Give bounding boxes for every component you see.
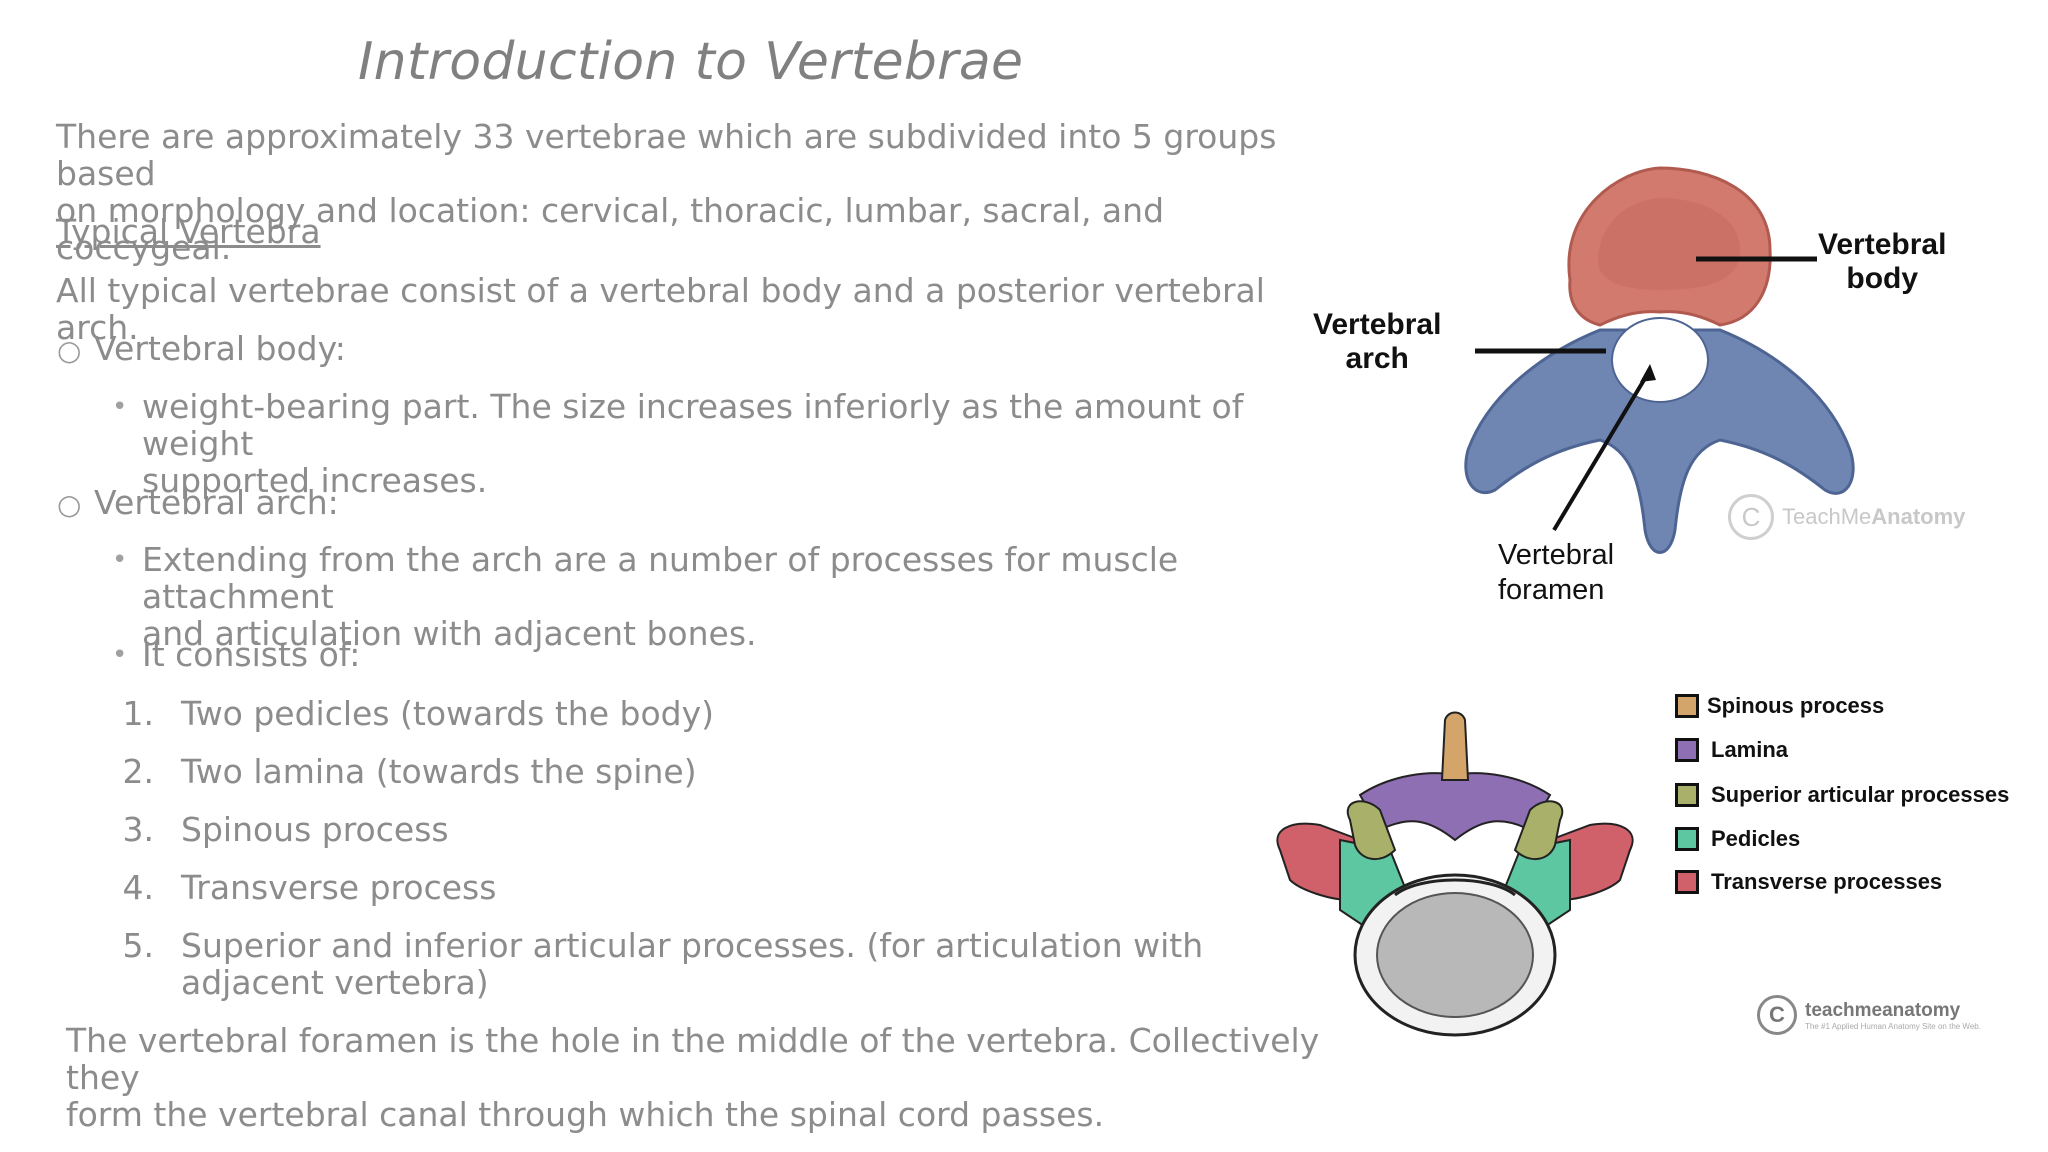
circle-bullet-icon: ○ <box>57 334 82 367</box>
list-item-spinous: Spinous process <box>181 810 449 849</box>
bullet-weight-bearing: weight-bearing part. The size increases … <box>142 388 1342 499</box>
copyright-icon: C <box>1757 995 1797 1035</box>
bullet-processes: Extending from the arch are a number of … <box>142 541 1342 652</box>
list-item-articular: Superior and inferior articular processe… <box>181 927 1281 1001</box>
intro-line-2: on morphology and location: cervical, th… <box>56 191 1165 267</box>
vertebra-regions-illustration <box>1276 711 1634 1037</box>
bullet-line-1: weight-bearing part. The size increases … <box>142 387 1244 463</box>
footer-paragraph: The vertebral foramen is the hole in the… <box>66 1022 1356 1133</box>
footer-line-1: The vertebral foramen is the hole in the… <box>66 1021 1320 1097</box>
bullet-icon: • <box>112 545 128 575</box>
item-vertebral-arch: Vertebral arch: <box>94 483 339 522</box>
list-number: 3. <box>122 810 155 849</box>
list-number: 5. <box>122 926 155 965</box>
legend-item-spinous: Spinous process <box>1675 693 1884 719</box>
bullet-icon: • <box>112 640 128 670</box>
list-item-transverse: Transverse process <box>181 868 497 907</box>
swatch-spinous-icon <box>1675 694 1699 718</box>
leader-line-foramen <box>1552 368 1652 532</box>
subheading-typical-vertebra: Typical Vertebra <box>56 212 321 251</box>
watermark-teachmeanatomy-bottom: C teachmeanatomy The #1 Applied Human An… <box>1757 995 1981 1035</box>
swatch-transverse-icon <box>1675 870 1699 894</box>
vertebra-superior-view-illustration <box>1464 166 1855 554</box>
list-number: 2. <box>122 752 155 791</box>
bullet-icon: • <box>112 392 128 422</box>
footer-line-2: form the vertebral canal through which t… <box>66 1095 1105 1134</box>
list-line-1: Superior and inferior articular processe… <box>181 926 1204 965</box>
legend-item-transverse: Transverse processes <box>1675 869 1942 895</box>
intro-paragraph: There are approximately 33 vertebrae whi… <box>56 118 1346 266</box>
list-item-pedicles: Two pedicles (towards the body) <box>181 694 714 733</box>
swatch-superior-articular-icon <box>1675 783 1699 807</box>
swatch-lamina-icon <box>1675 738 1699 762</box>
bullet-line-1: Extending from the arch are a number of … <box>142 540 1179 616</box>
swatch-pedicles-icon <box>1675 827 1699 851</box>
list-number: 1. <box>122 694 155 733</box>
item-vertebral-body: Vertebral body: <box>94 329 346 368</box>
bullet-consists-of: It consists of: <box>142 635 361 674</box>
list-line-2: adjacent vertebra) <box>181 963 489 1002</box>
copyright-icon: C <box>1728 494 1774 540</box>
legend-item-lamina: Lamina <box>1675 737 1788 763</box>
list-item-lamina: Two lamina (towards the spine) <box>181 752 697 791</box>
circle-bullet-icon: ○ <box>57 488 82 521</box>
slide-title: Introduction to Vertebrae <box>358 32 1024 92</box>
legend-item-pedicles: Pedicles <box>1675 826 1800 852</box>
typical-vertebra-text: All typical vertebrae consist of a verte… <box>56 271 1265 347</box>
legend-item-superior-articular: Superior articular processes <box>1675 782 2009 808</box>
bullet-line-2: and articulation with adjacent bones. <box>142 614 757 653</box>
intro-line-1: There are approximately 33 vertebrae whi… <box>56 117 1277 193</box>
bullet-line-2: supported increases. <box>142 461 488 500</box>
list-number: 4. <box>122 868 155 907</box>
